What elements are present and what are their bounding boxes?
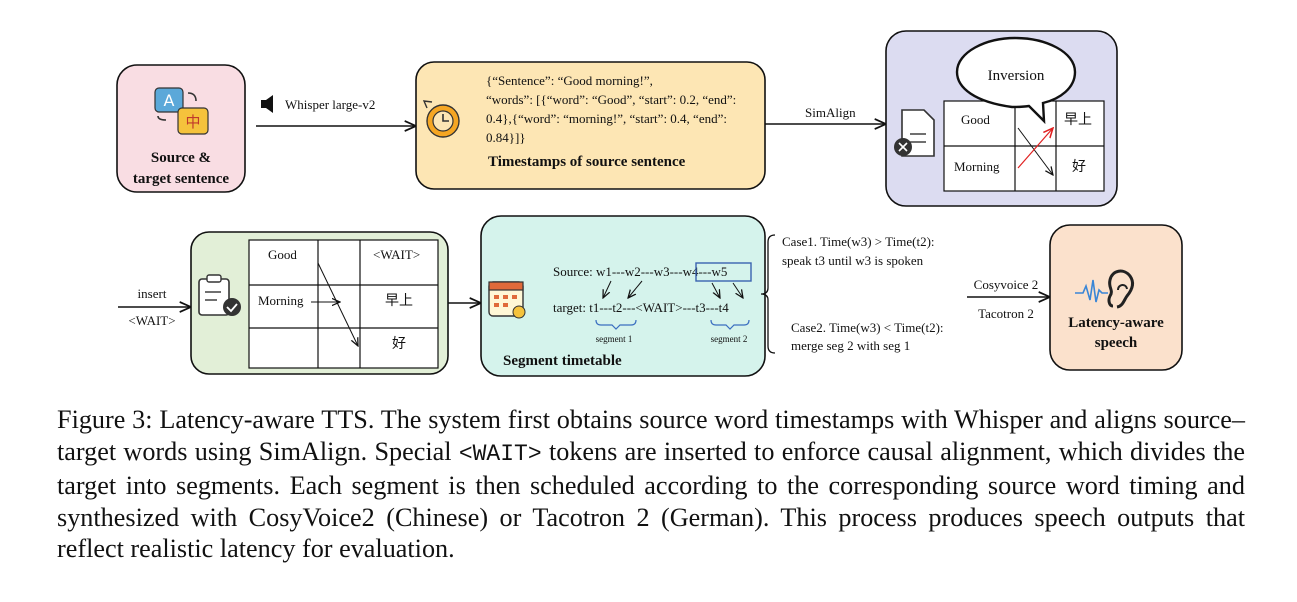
caption-part-1: Figure 3: Latency-aware TTS. The system … xyxy=(57,405,1245,466)
segment-caption: Segment timetable xyxy=(503,353,622,369)
inv-cell-zaoshang: 早上 xyxy=(1064,112,1092,128)
wait-cell-good: Good xyxy=(268,247,297,262)
wait-cell-hao: 好 xyxy=(392,336,406,352)
segment-2-label: segment 2 xyxy=(711,334,748,344)
segment-1-label: segment 1 xyxy=(596,334,633,344)
clock-history-icon xyxy=(422,100,460,138)
wait-cell-wait: <WAIT> xyxy=(373,247,420,262)
source-sequence: Source: w1---w2---w3---w4---w5 xyxy=(553,264,727,279)
speech-label-line2: speech xyxy=(1095,335,1138,351)
case1-line1: Case1. Time(w3) > Time(t2): xyxy=(782,234,935,249)
svg-text:中: 中 xyxy=(185,113,200,131)
case2-line2: merge seg 2 with seg 1 xyxy=(791,338,910,353)
caption-wait-token: <WAIT> xyxy=(458,440,542,467)
target-sequence: target: t1---t2---<WAIT>---t3---t4 xyxy=(553,300,729,315)
cosyvoice-label: Cosyvoice 2 xyxy=(974,277,1039,292)
inv-cell-hao: 好 xyxy=(1072,159,1086,175)
json-line-1: {“Sentence”: “Good morning!”, xyxy=(486,73,653,88)
simalign-arrow: SimAlign xyxy=(765,105,886,124)
source-label-line2: target sentence xyxy=(133,171,230,187)
json-line-3: 0.4},{“word”: “morning!”, “start”: 0.4, … xyxy=(486,111,727,126)
calendar-icon xyxy=(488,281,526,319)
inversion-speech-bubble: Inversion xyxy=(955,36,1077,125)
json-line-4: 0.84}]} xyxy=(486,130,526,145)
source-label-line1: Source & xyxy=(151,150,211,166)
document-remove-icon xyxy=(894,109,935,157)
inversion-label: Inversion xyxy=(988,68,1045,84)
segment-2-bracket xyxy=(710,319,750,330)
caption-part-2: tokens are inserted to enforce causal al… xyxy=(57,436,1245,564)
latency-speech-box: Latency-aware speech xyxy=(1049,224,1183,371)
inv-cell-good: Good xyxy=(961,112,990,127)
figure-caption: Figure 3: Latency-aware TTS. The system … xyxy=(57,404,1245,565)
case-brace xyxy=(760,234,776,354)
wait-insertion-box: Good <WAIT> Morning 早上 好 xyxy=(190,231,449,375)
simalign-label: SimAlign xyxy=(805,105,856,120)
inversion-box: Good Morning 早上 好 Inversion xyxy=(885,30,1118,207)
wait-cell-morning: Morning xyxy=(258,293,304,308)
timestamps-caption: Timestamps of source sentence xyxy=(488,154,686,170)
wait-table: Good <WAIT> Morning 早上 好 xyxy=(248,239,439,369)
wait-cell-zaoshang: 早上 xyxy=(385,293,413,309)
wait-label: <WAIT> xyxy=(128,313,175,328)
source-sentence-box: A 中 Source & target sentence xyxy=(116,64,246,193)
inversion-table: Good Morning 早上 好 xyxy=(943,100,1105,192)
translate-icon: A 中 xyxy=(154,87,209,135)
whisper-label: Whisper large-v2 xyxy=(285,97,375,112)
ear-sound-icon xyxy=(1075,269,1135,309)
speech-label-line1: Latency-aware xyxy=(1068,315,1164,331)
case1-line2: speak t3 until w3 is spoken xyxy=(782,253,924,268)
tts-arrow: Cosyvoice 2 Tacotron 2 xyxy=(967,277,1050,321)
pipeline-diagram: A 中 Source & target sentence Whisper lar… xyxy=(116,30,1183,377)
segment-timetable-box: Source: w1---w2---w3---w4---w5 target: t… xyxy=(480,215,766,377)
insert-wait-arrow: insert <WAIT> xyxy=(118,286,191,328)
timestamps-box: {“Sentence”: “Good morning!”, “words”: [… xyxy=(415,61,766,190)
inv-cell-morning: Morning xyxy=(954,159,1000,174)
clipboard-check-icon xyxy=(198,274,241,316)
segment-1-bracket xyxy=(595,319,637,330)
speaker-icon xyxy=(261,95,273,113)
json-line-2: “words”: [{“word”: “Good”, “start”: 0.2,… xyxy=(486,92,736,107)
case2-line1: Case2. Time(w3) < Time(t2): xyxy=(791,320,944,335)
insert-label: insert xyxy=(138,286,167,301)
w4-w5-highlight xyxy=(695,262,752,282)
tacotron-label: Tacotron 2 xyxy=(978,306,1034,321)
svg-text:A: A xyxy=(164,91,175,110)
whisper-arrow: Whisper large-v2 xyxy=(256,95,416,126)
